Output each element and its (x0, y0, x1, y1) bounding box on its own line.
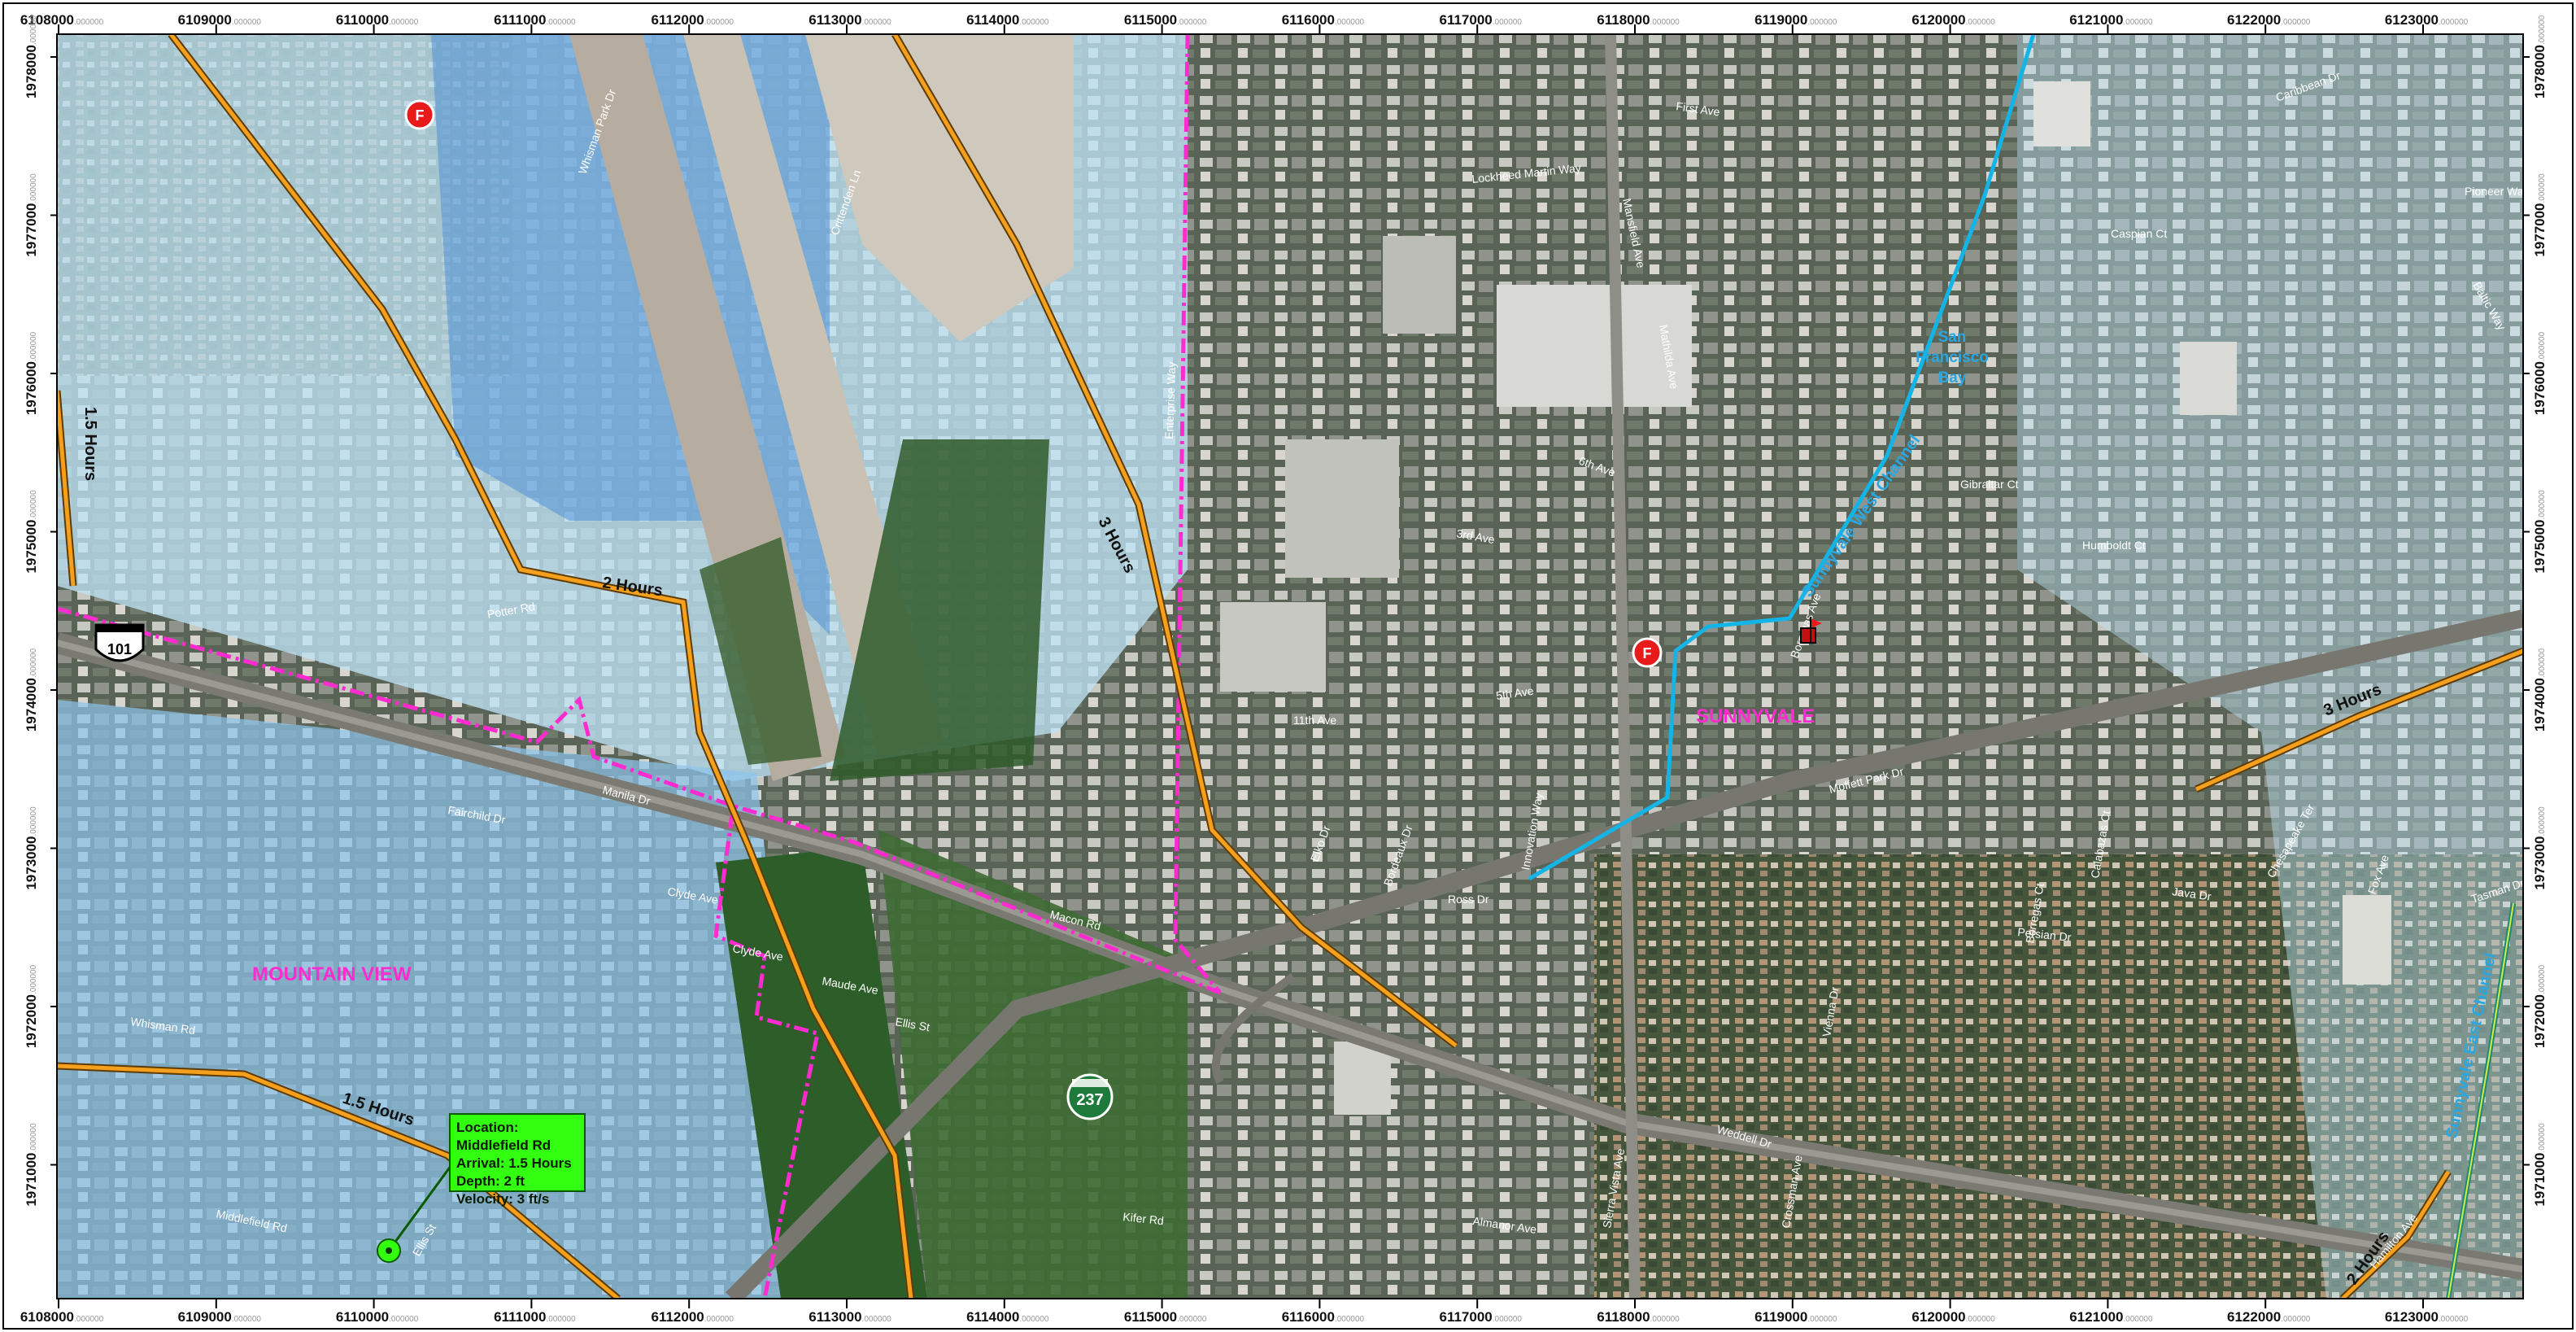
y-tick-label: 1971000.000000 (2532, 1123, 2548, 1207)
bay-label-line: San (1938, 329, 1967, 346)
x-tick-label: 6112000.000000 (651, 12, 734, 28)
x-tick-label: 6121000.000000 (2069, 1309, 2153, 1325)
y-tick-label: 1974000.000000 (24, 648, 39, 732)
x-tick-label: 6111000.000000 (494, 12, 576, 28)
callout-location: Location: Middlefield Rd (456, 1120, 551, 1153)
x-tick-label: 6122000.000000 (2227, 1309, 2311, 1325)
bay-label-line: Francisco (1916, 349, 1989, 366)
x-tick-label: 6114000.000000 (966, 12, 1049, 28)
city-label-sunnyvale: SUNNYVALE (1696, 705, 1815, 727)
x-tick-label: 6111000.000000 (494, 1309, 576, 1325)
fire-station-label: F (416, 107, 425, 124)
y-tick-label: 1976000.000000 (2532, 331, 2548, 415)
flood-info-callout[interactable]: Location: Middlefield Rd Arrival: 1.5 Ho… (449, 1113, 586, 1207)
x-tick-label: 6121000.000000 (2069, 12, 2153, 28)
street-label: Java Dr (2172, 884, 2212, 903)
street-label: 11th Ave (1293, 714, 1336, 727)
callout-depth: Depth: 2 ft (456, 1173, 525, 1189)
y-axis-ticks-right: 1978000.000000 1977000.000000 1976000.0000… (2523, 15, 2548, 1207)
callout-arrival: Arrival: 1.5 Hours (456, 1155, 572, 1171)
city-label-mountain-view: MOUNTAIN VIEW (252, 963, 412, 985)
x-tick-label: 6119000.000000 (1754, 1309, 1837, 1325)
moffett-airfield (569, 34, 1188, 1299)
y-tick-label: 1975000.000000 (24, 490, 39, 574)
y-tick-label: 1972000.000000 (2532, 964, 2548, 1048)
callout-velocity: Velocity: 3 ft/s (456, 1191, 550, 1207)
x-tick-label: 6115000.000000 (1124, 1309, 1207, 1325)
callout-leader (387, 1159, 457, 1251)
fire-station-label: F (1643, 645, 1652, 662)
y-tick-label: 1977000.000000 (2532, 173, 2548, 257)
x-tick-label: 6120000.000000 (1911, 12, 1995, 28)
x-tick-label: 6112000.000000 (651, 1309, 734, 1325)
x-tick-label: 6110000.000000 (336, 12, 419, 28)
street-label: Humboldt Ct (2082, 539, 2146, 552)
y-tick-label: 1971000.000000 (24, 1123, 39, 1207)
arrival-label: 1.5 Hours (81, 407, 99, 481)
x-tick-label: 6116000.000000 (1282, 12, 1365, 28)
x-tick-label: 6110000.000000 (336, 1309, 419, 1325)
map-neatline (56, 33, 2524, 1299)
y-axis-ticks-left: 1978000.0000001977000.0000001976000.0000… (24, 15, 57, 1207)
x-tick-label: 6109000.000000 (178, 12, 262, 28)
y-tick-label: 1973000.000000 (2532, 806, 2548, 890)
y-tick-label: 1973000.000000 (24, 806, 39, 890)
street-label: Persian Dr (2017, 925, 2073, 944)
x-tick-label: 6116000.000000 (1282, 1309, 1365, 1325)
x-tick-label: 6108000.000000 (20, 1309, 104, 1325)
x-tick-label: 6117000.000000 (1439, 12, 1522, 28)
city-boundary (57, 34, 1222, 1299)
x-tick-label: 6113000.000000 (809, 1309, 891, 1325)
y-tick-label: 1976000.000000 (24, 331, 39, 415)
y-tick-label: 1972000.000000 (24, 964, 39, 1048)
x-tick-label: 6123000.000000 (2385, 12, 2469, 28)
x-tick-label: 6122000.000000 (2227, 12, 2311, 28)
x-tick-label: 6114000.000000 (966, 1309, 1049, 1325)
street-label: Pioneer Way (2465, 185, 2530, 198)
x-tick-label: 6117000.000000 (1439, 1309, 1522, 1325)
highway-101-label: 101 (107, 641, 132, 657)
street-label: Caspian Ct (2111, 227, 2167, 240)
street-label: Enterprise Way (1162, 361, 1178, 439)
map-area[interactable]: 1.5 Hours 2 Hours 3 Hours 3 Hours 1.5 Ho… (57, 34, 2530, 1299)
y-tick-label: 1977000.000000 (24, 173, 39, 257)
street-label: Gibraltar Ct (1960, 478, 2019, 491)
x-tick-label: 6115000.000000 (1124, 12, 1207, 28)
fire-station-marker[interactable]: F (404, 99, 435, 130)
street-label: Kifer Rd (1122, 1210, 1165, 1227)
flag-marker-icon[interactable] (1800, 617, 1822, 644)
large-buildings (1220, 81, 2391, 1115)
highway-101-shield: 101 (94, 623, 145, 662)
arrival-isochrones (57, 34, 2523, 1299)
x-tick-label: 6123000.000000 (2385, 1309, 2469, 1325)
y-tick-label: 1974000.000000 (2532, 648, 2548, 732)
highway-237-label: 237 (1076, 1091, 1103, 1109)
street-label: First Ave (1676, 99, 1721, 118)
y-tick-label: 1975000.000000 (2532, 490, 2548, 574)
x-tick-label: 6109000.000000 (178, 1309, 262, 1325)
y-tick-label: 1978000.000000 (2532, 15, 2548, 98)
highway-237-shield: 237 (1066, 1073, 1114, 1120)
x-tick-label: 6118000.000000 (1597, 12, 1680, 28)
sunnyvale-west-channel (1528, 34, 2036, 881)
x-tick-label: 6113000.000000 (809, 12, 891, 28)
x-tick-label: 6119000.000000 (1754, 12, 1837, 28)
street-label: Ross Dr (1448, 893, 1489, 906)
x-axis-ticks-bottom: 6108000.000000 6109000.000000 6110000.0000… (20, 1299, 2469, 1325)
street-label: Ellis St (894, 1015, 931, 1033)
street-label: 5th Ave (1495, 684, 1534, 702)
bay-label-line: Bay (1938, 369, 1967, 386)
flood-extent-mountain-view (57, 700, 813, 1299)
x-tick-label: 6120000.000000 (1911, 1309, 1995, 1325)
x-tick-label: 6118000.000000 (1597, 1309, 1680, 1325)
fire-station-marker[interactable]: F (1632, 637, 1663, 668)
